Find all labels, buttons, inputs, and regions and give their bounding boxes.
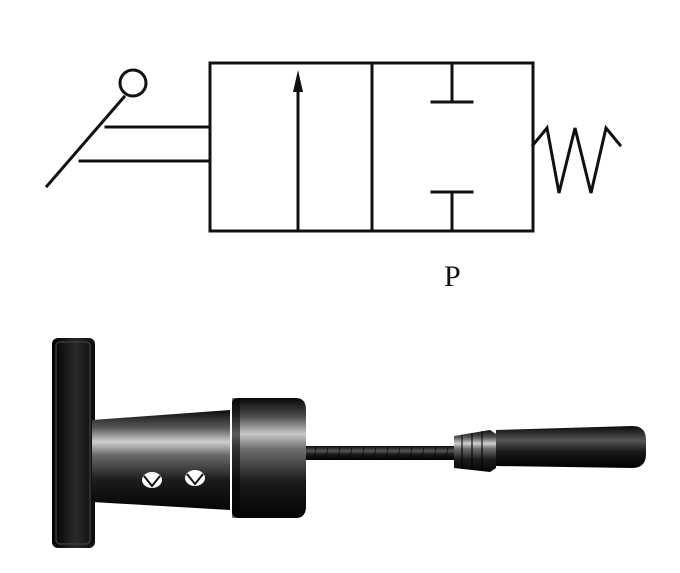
port-hole-1 xyxy=(142,472,162,488)
valve-collar xyxy=(232,398,306,518)
valve-barrel xyxy=(92,410,230,510)
port-hole-2 xyxy=(185,470,205,486)
mounting-flange xyxy=(52,338,95,548)
spring-icon xyxy=(530,124,623,194)
blocked-port-bottom xyxy=(430,190,474,233)
valve-photo xyxy=(52,338,646,548)
lock-nut xyxy=(454,430,496,472)
plunger xyxy=(496,426,646,468)
roller-icon xyxy=(118,68,148,98)
flow-arrow xyxy=(293,70,303,230)
threaded-rod xyxy=(306,446,456,460)
blocked-port-top xyxy=(430,61,474,104)
valve-symbol xyxy=(44,61,623,233)
roller-lever-actuator xyxy=(44,68,212,189)
port-label-p: P xyxy=(444,260,461,293)
